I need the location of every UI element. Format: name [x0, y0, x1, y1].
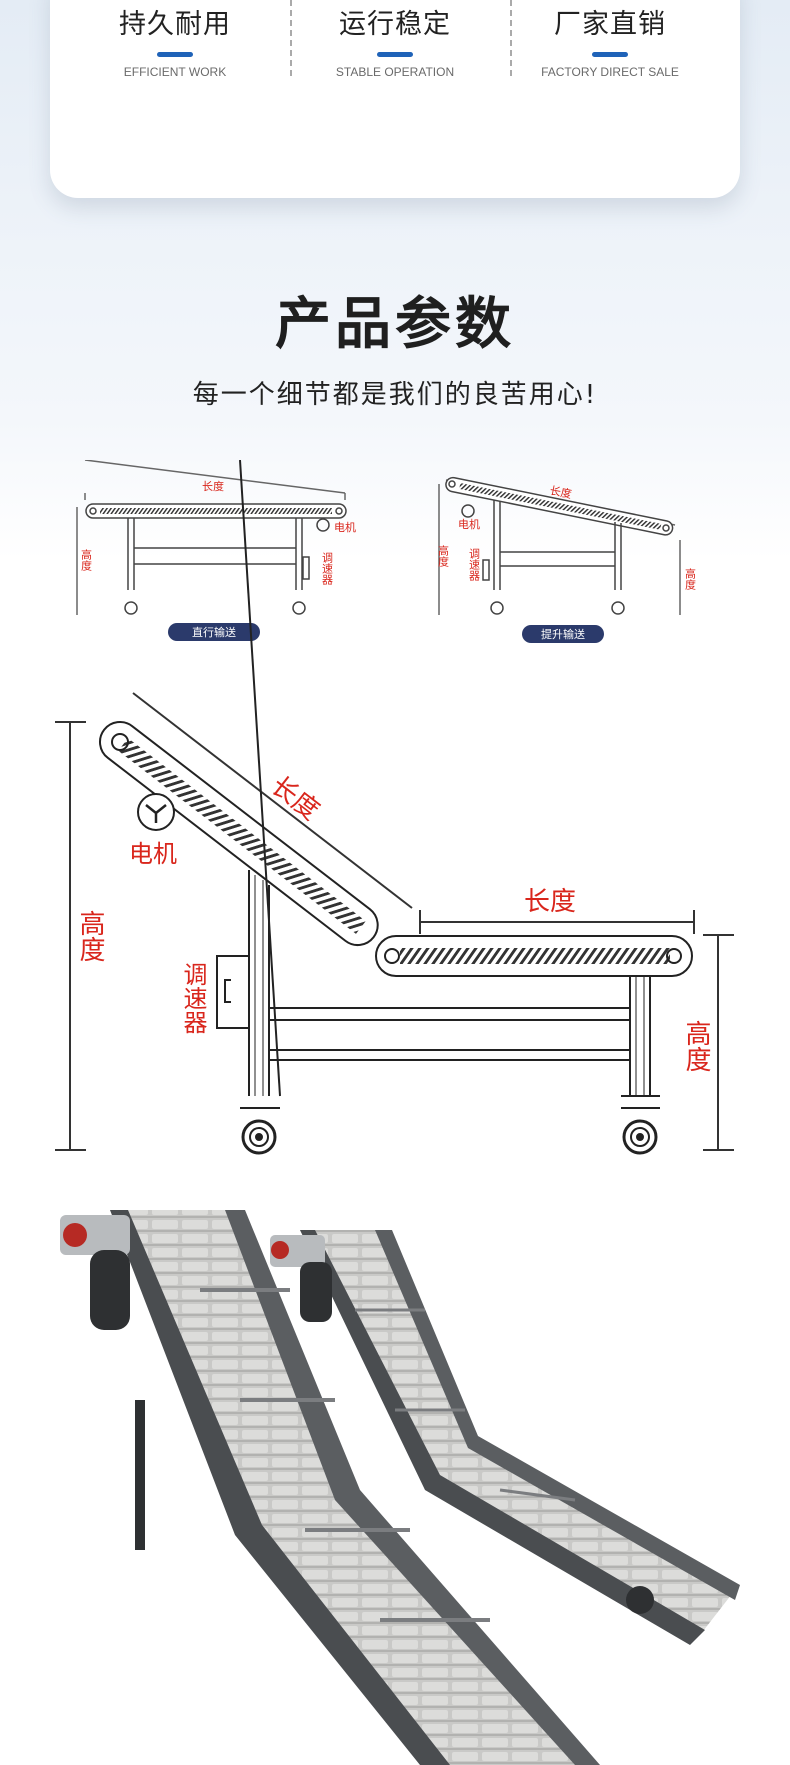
divider — [290, 0, 292, 76]
features-card: 持久耐用 EFFICIENT WORK 运行稳定 STABLE OPERATIO… — [50, 0, 740, 198]
large-speed-label: 调速器 — [179, 962, 207, 1034]
incline-tag-label: 提升输送 — [541, 627, 585, 641]
straight-conveyor-diagram — [76, 460, 347, 615]
large-flat-length-label: 长度 — [524, 887, 576, 917]
large-height-right-label: 高度 — [681, 1020, 711, 1072]
feature-stable: 运行稳定 STABLE OPERATION — [280, 8, 510, 79]
feature-title: 持久耐用 — [119, 9, 231, 40]
feature-underline — [377, 52, 413, 57]
incline-speed-label: 调速器 — [468, 548, 481, 582]
feature-subtitle: EFFICIENT WORK — [123, 65, 227, 79]
straight-speed-label: 调速器 — [321, 552, 334, 586]
left-conveyor — [60, 1210, 600, 1765]
conveyor-product-photo — [60, 1210, 740, 1765]
straight-height-label: 高度 — [80, 548, 93, 572]
feature-durable: 持久耐用 EFFICIENT WORK — [60, 8, 290, 79]
incline-motor-label: 电机 — [458, 517, 480, 531]
incline-tag: 提升输送 — [522, 625, 604, 643]
straight-motor-label: 电机 — [334, 520, 356, 534]
section-subtitle: 每一个细节都是我们的良苦用心! — [192, 380, 598, 410]
incline-height-right-label: 高度 — [684, 567, 697, 591]
straight-tag: 直行输送 — [168, 623, 260, 641]
straight-tag-label: 直行输送 — [192, 625, 236, 639]
straight-length-label: 长度 — [202, 479, 224, 493]
incline-height-left-label: 高度 — [437, 544, 450, 568]
feature-underline — [157, 52, 193, 57]
right-conveyor — [270, 1230, 740, 1645]
large-conveyor-diagram — [55, 460, 734, 1155]
large-motor-label: 电机 — [129, 840, 177, 868]
feature-underline — [592, 52, 628, 57]
feature-title: 运行稳定 — [339, 9, 451, 40]
feature-subtitle: FACTORY DIRECT SALE — [541, 65, 679, 79]
divider — [510, 0, 512, 76]
section-title: 产品参数 — [275, 292, 515, 357]
incline-conveyor-diagram — [438, 476, 681, 615]
feature-title: 厂家直销 — [554, 9, 666, 40]
incline-length-label: 长度 — [549, 483, 573, 501]
large-height-left-label: 高度 — [75, 910, 105, 962]
feature-factory: 厂家直销 FACTORY DIRECT SALE — [495, 8, 725, 79]
conveyor-diagrams: 长度 电机 高度 调速器 直行输送 长度 电机 高度 调速器 高度 提升输送 — [55, 460, 734, 1155]
feature-subtitle: STABLE OPERATION — [335, 65, 455, 79]
